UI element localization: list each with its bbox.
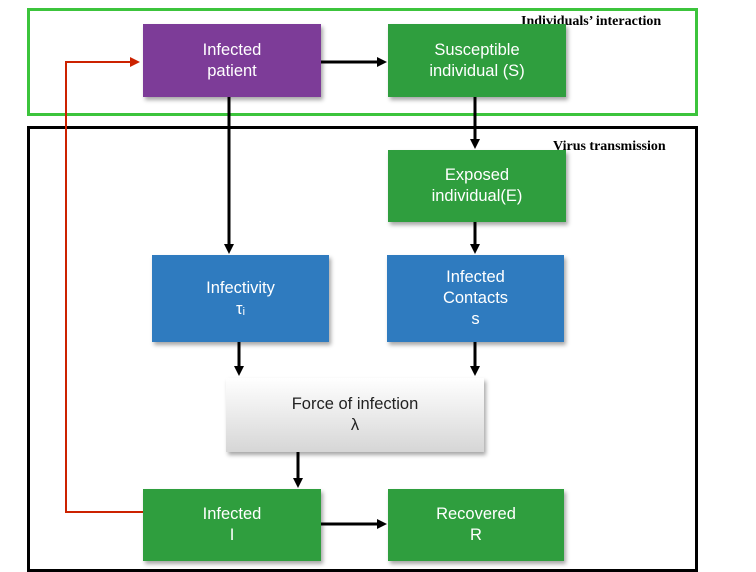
virus-transmission-frame (27, 126, 698, 572)
recovered-line1: Recovered (436, 505, 516, 523)
infectivity-line1: Infectivity (206, 278, 275, 297)
infected-patient-node: Infected patient (143, 24, 321, 97)
infected-contacts-node: Infected Contacts s (387, 255, 564, 342)
susceptible-line1: Susceptible (434, 40, 520, 59)
infected-patient-line1: Infected (202, 40, 262, 59)
infected-i-line1: Infected (202, 505, 262, 523)
recovered-node: Recovered R (388, 489, 564, 561)
exposed-node: Exposed individual(E) (388, 150, 566, 222)
force-of-infection-line1: Force of infection (291, 395, 419, 413)
force-of-infection-node: Force of infection λ (226, 378, 484, 452)
infectivity-node: Infectivity τᵢ (152, 255, 329, 342)
virus-transmission-label: Virus transmission (553, 139, 666, 154)
recovered-line2: R (470, 526, 482, 544)
infected-contacts-line1: Infected (446, 268, 505, 286)
infectivity-symbol: τᵢ (235, 299, 246, 318)
infected-contacts-symbol: s (471, 310, 480, 328)
susceptible-node: Susceptible individual (S) (388, 24, 566, 97)
infected-patient-line2: patient (207, 61, 257, 80)
infected-i-node: Infected I (143, 489, 321, 561)
infected-contacts-line2: Contacts (442, 289, 509, 307)
exposed-line2: individual(E) (431, 187, 523, 205)
individuals-interaction-frame (27, 8, 698, 116)
exposed-line1: Exposed (444, 166, 510, 184)
infected-i-line2: I (229, 526, 235, 544)
feedback-arrow (65, 57, 143, 513)
susceptible-line2: individual (S) (429, 61, 525, 80)
force-of-infection-symbol: λ (350, 416, 360, 434)
